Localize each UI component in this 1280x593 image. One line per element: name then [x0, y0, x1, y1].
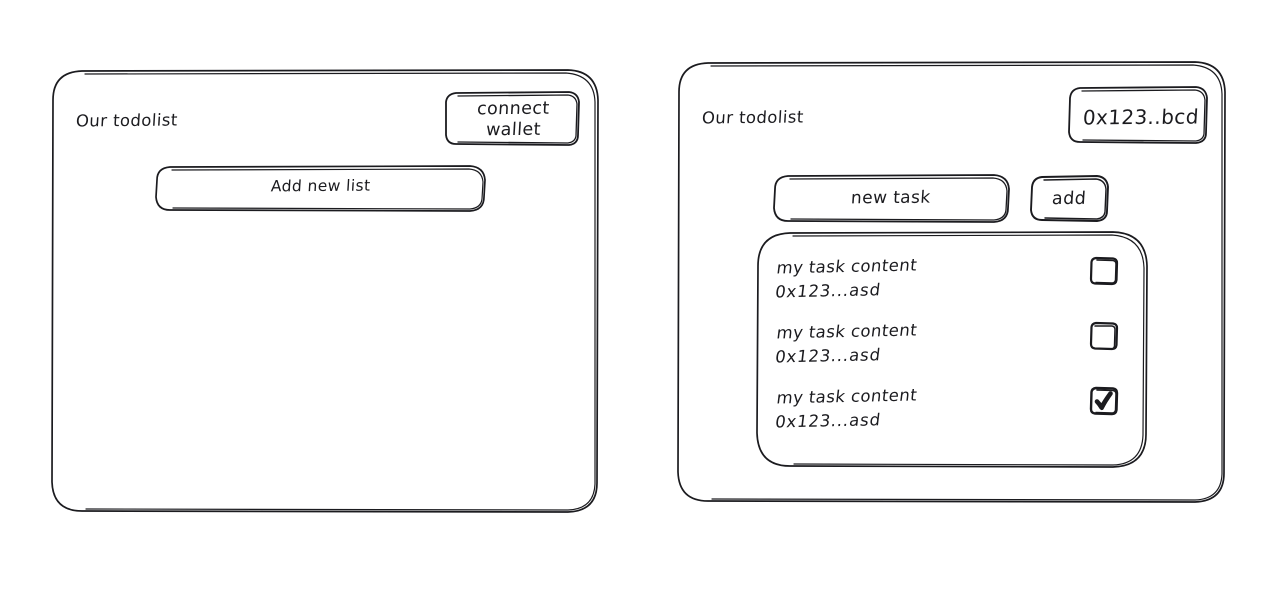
todolist-detail-panel: Our todolist 0x123..bcd new task add my … [678, 62, 1225, 502]
task-owner-address: 0x123...asd [774, 410, 883, 432]
page-title: Our todolist [75, 110, 179, 131]
page-title: Our todolist [701, 107, 805, 128]
task-content: my task content [775, 385, 919, 408]
task-text-block: my task content 0x123...asd [774, 254, 919, 304]
connect-wallet-label-line2: wallet [484, 119, 542, 141]
checkbox-checked-icon[interactable] [1089, 386, 1119, 416]
connect-wallet-label-line1: connect [476, 99, 550, 120]
task-owner-address: 0x123...asd [774, 280, 883, 302]
add-new-list-button[interactable]: Add new list [156, 166, 486, 218]
task-list: my task content 0x123...asd my task cont… [758, 232, 1146, 468]
todolist-overview-panel: Our todolist connect wallet Add new list [52, 70, 598, 512]
checkbox-empty-icon[interactable] [1089, 256, 1119, 286]
new-task-input[interactable]: new task [774, 174, 1008, 222]
task-text-block: my task content 0x123...asd [774, 384, 919, 434]
checkbox-empty-icon[interactable] [1089, 321, 1119, 351]
task-list-item[interactable]: my task content 0x123...asd [774, 254, 1128, 313]
new-task-input-value: new task [850, 187, 932, 209]
add-task-label: add [1051, 188, 1087, 210]
add-new-list-label: Add new list [270, 176, 372, 196]
task-owner-address: 0x123...asd [774, 345, 883, 367]
connect-wallet-button[interactable]: connect wallet [445, 92, 581, 148]
task-list-item[interactable]: my task content 0x123...asd [774, 384, 1128, 443]
wallet-address-label: 0x123..bcd [1081, 104, 1200, 130]
task-content: my task content [775, 255, 919, 278]
task-content: my task content [775, 320, 919, 343]
task-text-block: my task content 0x123...asd [774, 319, 919, 369]
add-task-button[interactable]: add [1030, 176, 1108, 222]
task-list-item[interactable]: my task content 0x123...asd [774, 319, 1128, 378]
wallet-address-badge[interactable]: 0x123..bcd [1070, 88, 1211, 146]
